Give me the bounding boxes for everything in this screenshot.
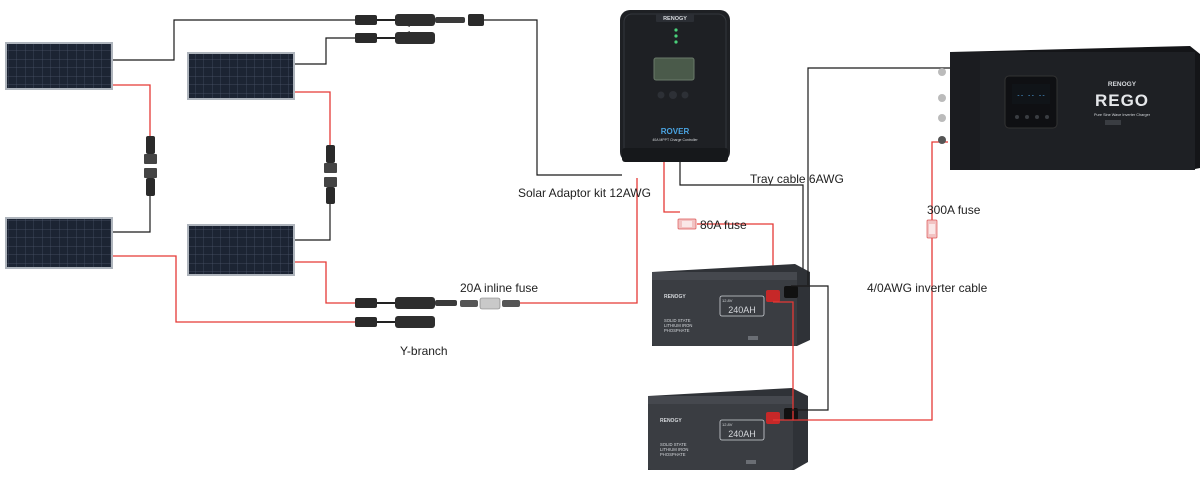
label-20a-inline-fuse: 20A inline fuse (460, 281, 539, 295)
controller-subtitle: 40A MPPT Charge Controller (652, 138, 698, 142)
battery-1: RENOGY 12.8V 240AH SOLID STATE LITHIUM I… (652, 264, 810, 346)
mc4-series-connector-left (144, 136, 157, 196)
battery-1-line1: SOLID STATE (664, 318, 691, 323)
label-inverter-cable: 4/0AWG inverter cable (867, 281, 988, 295)
inverter-negative-cable (807, 67, 950, 285)
battery-2-line3: PHOSPHATE (660, 452, 686, 457)
solar-panel-2 (187, 52, 295, 100)
inverter-model: REGO (1095, 91, 1149, 110)
inverter-subtitle: Pure Sine Wave Inverter Charger (1094, 113, 1151, 117)
solar-panel-4 (187, 224, 295, 276)
svg-text:-- -- --: -- -- -- (1017, 92, 1046, 99)
battery-2-line2: LITHIUM IRON (660, 447, 688, 452)
label-solar-adaptor-kit: Solar Adaptor kit 12AWG (518, 186, 651, 200)
battery-1-line2: LITHIUM IRON (664, 323, 692, 328)
inline-fuse-20a (460, 178, 638, 310)
inverter: -- -- -- RENOGY REGO Pure Sine Wave Inve… (938, 46, 1200, 170)
controller-brand: RENOGY (663, 16, 687, 22)
label-tray-cable: Tray cable 6AWG (750, 172, 844, 186)
battery-parallel-negative (791, 285, 829, 411)
battery-2-line1: SOLID STATE (660, 442, 687, 447)
label-y-branch: Y-branch (400, 344, 448, 358)
battery-parallel-positive (773, 301, 794, 421)
solar-panel-1 (5, 42, 113, 90)
battery-1-brand: RENOGY (664, 294, 686, 300)
y-branch-connector-bottom (355, 297, 457, 328)
panel-wiring (113, 19, 355, 323)
battery-1-line3: PHOSPHATE (664, 328, 690, 333)
battery-2-capacity: 240AH (728, 429, 756, 439)
label-80a-fuse: 80A fuse (700, 218, 747, 232)
battery-1-voltage: 12.8V (722, 298, 733, 303)
charge-controller: RENOGY ROVER 40A MPPT Charge Controller (620, 10, 730, 162)
controller-positive-wire (663, 162, 680, 213)
battery-1-capacity: 240AH (728, 305, 756, 315)
battery-2-brand: RENOGY (660, 418, 682, 424)
label-300a-fuse: 300A fuse (927, 203, 981, 217)
controller-model: ROVER (661, 127, 690, 136)
solar-panel-3 (5, 217, 113, 269)
battery-2-voltage: 12.8V (722, 422, 733, 427)
inverter-brand: RENOGY (1108, 81, 1137, 88)
fuse-80a (677, 218, 697, 230)
tray-cable-negative (679, 162, 804, 285)
y-branch-connector-top (355, 14, 622, 176)
mc4-series-connector-right (324, 145, 337, 204)
battery-2: RENOGY 12.8V 240AH SOLID STATE LITHIUM I… (648, 388, 808, 470)
fuse-300a (926, 219, 938, 239)
